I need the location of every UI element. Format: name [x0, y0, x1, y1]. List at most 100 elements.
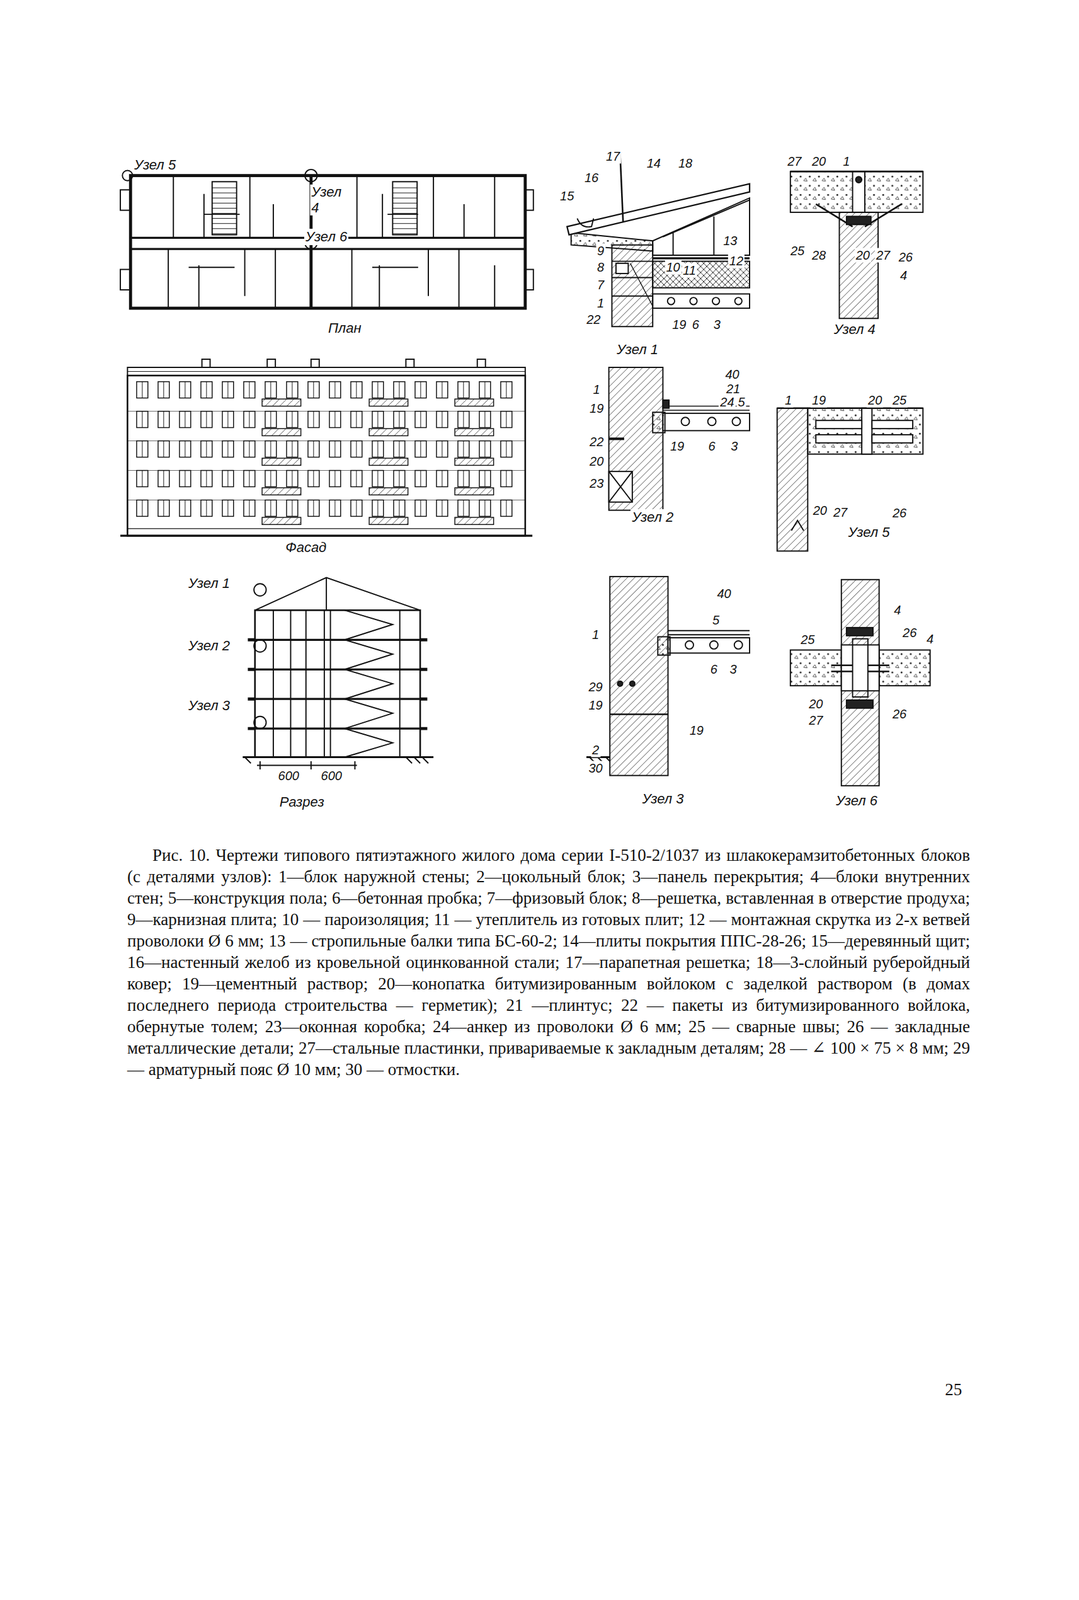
callout-number: 26 [891, 505, 908, 521]
window-mullion [462, 499, 464, 516]
callout-number: 26 [897, 250, 914, 265]
window-mullion [163, 411, 164, 428]
window-mullion [398, 411, 400, 428]
callout-number: 1 [592, 382, 602, 397]
window [415, 499, 427, 516]
window [179, 499, 191, 516]
callout-number: 19 [670, 316, 688, 332]
callout-number: 20 [807, 696, 824, 712]
window [500, 440, 513, 458]
callout-number: 21 [725, 381, 742, 396]
window [158, 499, 170, 516]
window [286, 499, 298, 516]
window-mullion [420, 470, 421, 487]
window-mullion [141, 381, 143, 399]
window [222, 381, 234, 399]
window [415, 411, 427, 428]
window [479, 440, 491, 458]
window-mullion [398, 381, 400, 399]
window [372, 381, 384, 399]
window-mullion [184, 470, 186, 487]
window [393, 411, 406, 428]
page-number: 25 [943, 1379, 964, 1399]
floor-line [127, 469, 525, 471]
window-mullion [420, 499, 421, 516]
callout-number: 27 [786, 153, 803, 169]
window-mullion [484, 440, 486, 458]
stair-tread [392, 233, 417, 234]
callout-number: 5 [711, 612, 721, 628]
window [308, 440, 320, 458]
window-mullion [313, 470, 314, 487]
callout-number: 20 [854, 247, 872, 263]
callout-number: 24 [718, 394, 736, 409]
floor-line [127, 440, 525, 441]
balcony [454, 428, 494, 436]
window-mullion [334, 381, 336, 399]
window [329, 381, 341, 399]
window [243, 381, 256, 399]
stair-tread [212, 228, 237, 229]
window-mullion [205, 470, 207, 487]
window-mullion [184, 411, 186, 428]
window [308, 499, 320, 516]
callout-number: 28 [810, 247, 828, 263]
callout-number: 26 [891, 706, 908, 722]
window-mullion [227, 499, 229, 516]
view-label: Узел 3 [187, 697, 232, 714]
balcony [262, 517, 302, 525]
view-label: Узел 4 [832, 321, 877, 338]
window [179, 470, 191, 487]
window [265, 499, 277, 516]
window-mullion [163, 440, 164, 458]
stair-tread [392, 212, 417, 214]
callout-number: 19 [810, 392, 828, 407]
window-mullion [163, 499, 164, 516]
window [286, 411, 298, 428]
window [243, 499, 256, 516]
window [136, 470, 149, 487]
callout-number: 3 [728, 662, 739, 677]
window-mullion [205, 440, 207, 458]
callout-number: 600 [319, 767, 344, 783]
window [265, 470, 277, 487]
callout-number: 4 [898, 268, 909, 283]
window [243, 470, 256, 487]
callout-number: 22 [588, 434, 605, 450]
callout-number: 22 [585, 311, 602, 327]
window [500, 499, 513, 516]
window [372, 470, 384, 487]
view-label: Узел 6 [304, 228, 349, 246]
callout-number: 1 [841, 153, 851, 169]
window-mullion [377, 411, 378, 428]
window-mullion [420, 381, 421, 399]
stair-tread [392, 228, 417, 229]
callout-number: 29 [587, 679, 604, 694]
window [393, 499, 406, 516]
stair-tread [212, 212, 237, 214]
callout-number: 10 [664, 260, 681, 275]
window [286, 440, 298, 458]
window-mullion [227, 411, 229, 428]
callout-number: 7 [595, 277, 606, 292]
stair-tread [212, 202, 237, 204]
window [200, 499, 213, 516]
window-mullion [505, 499, 507, 516]
window [500, 411, 513, 428]
window [457, 499, 470, 516]
window-mullion [248, 381, 250, 399]
callout-number: 3 [729, 438, 739, 453]
view-label: Узел 1 [187, 575, 232, 592]
stair-tread [212, 192, 237, 194]
callout-number: 20 [811, 502, 829, 518]
window [222, 440, 234, 458]
window [457, 470, 470, 487]
window-mullion [505, 411, 507, 428]
window-mullion [227, 381, 229, 399]
window [500, 381, 513, 399]
stair-tread [212, 207, 237, 209]
callout-number: 27 [832, 504, 849, 520]
window-mullion [334, 411, 336, 428]
view-label: Узел 5 [132, 156, 177, 174]
